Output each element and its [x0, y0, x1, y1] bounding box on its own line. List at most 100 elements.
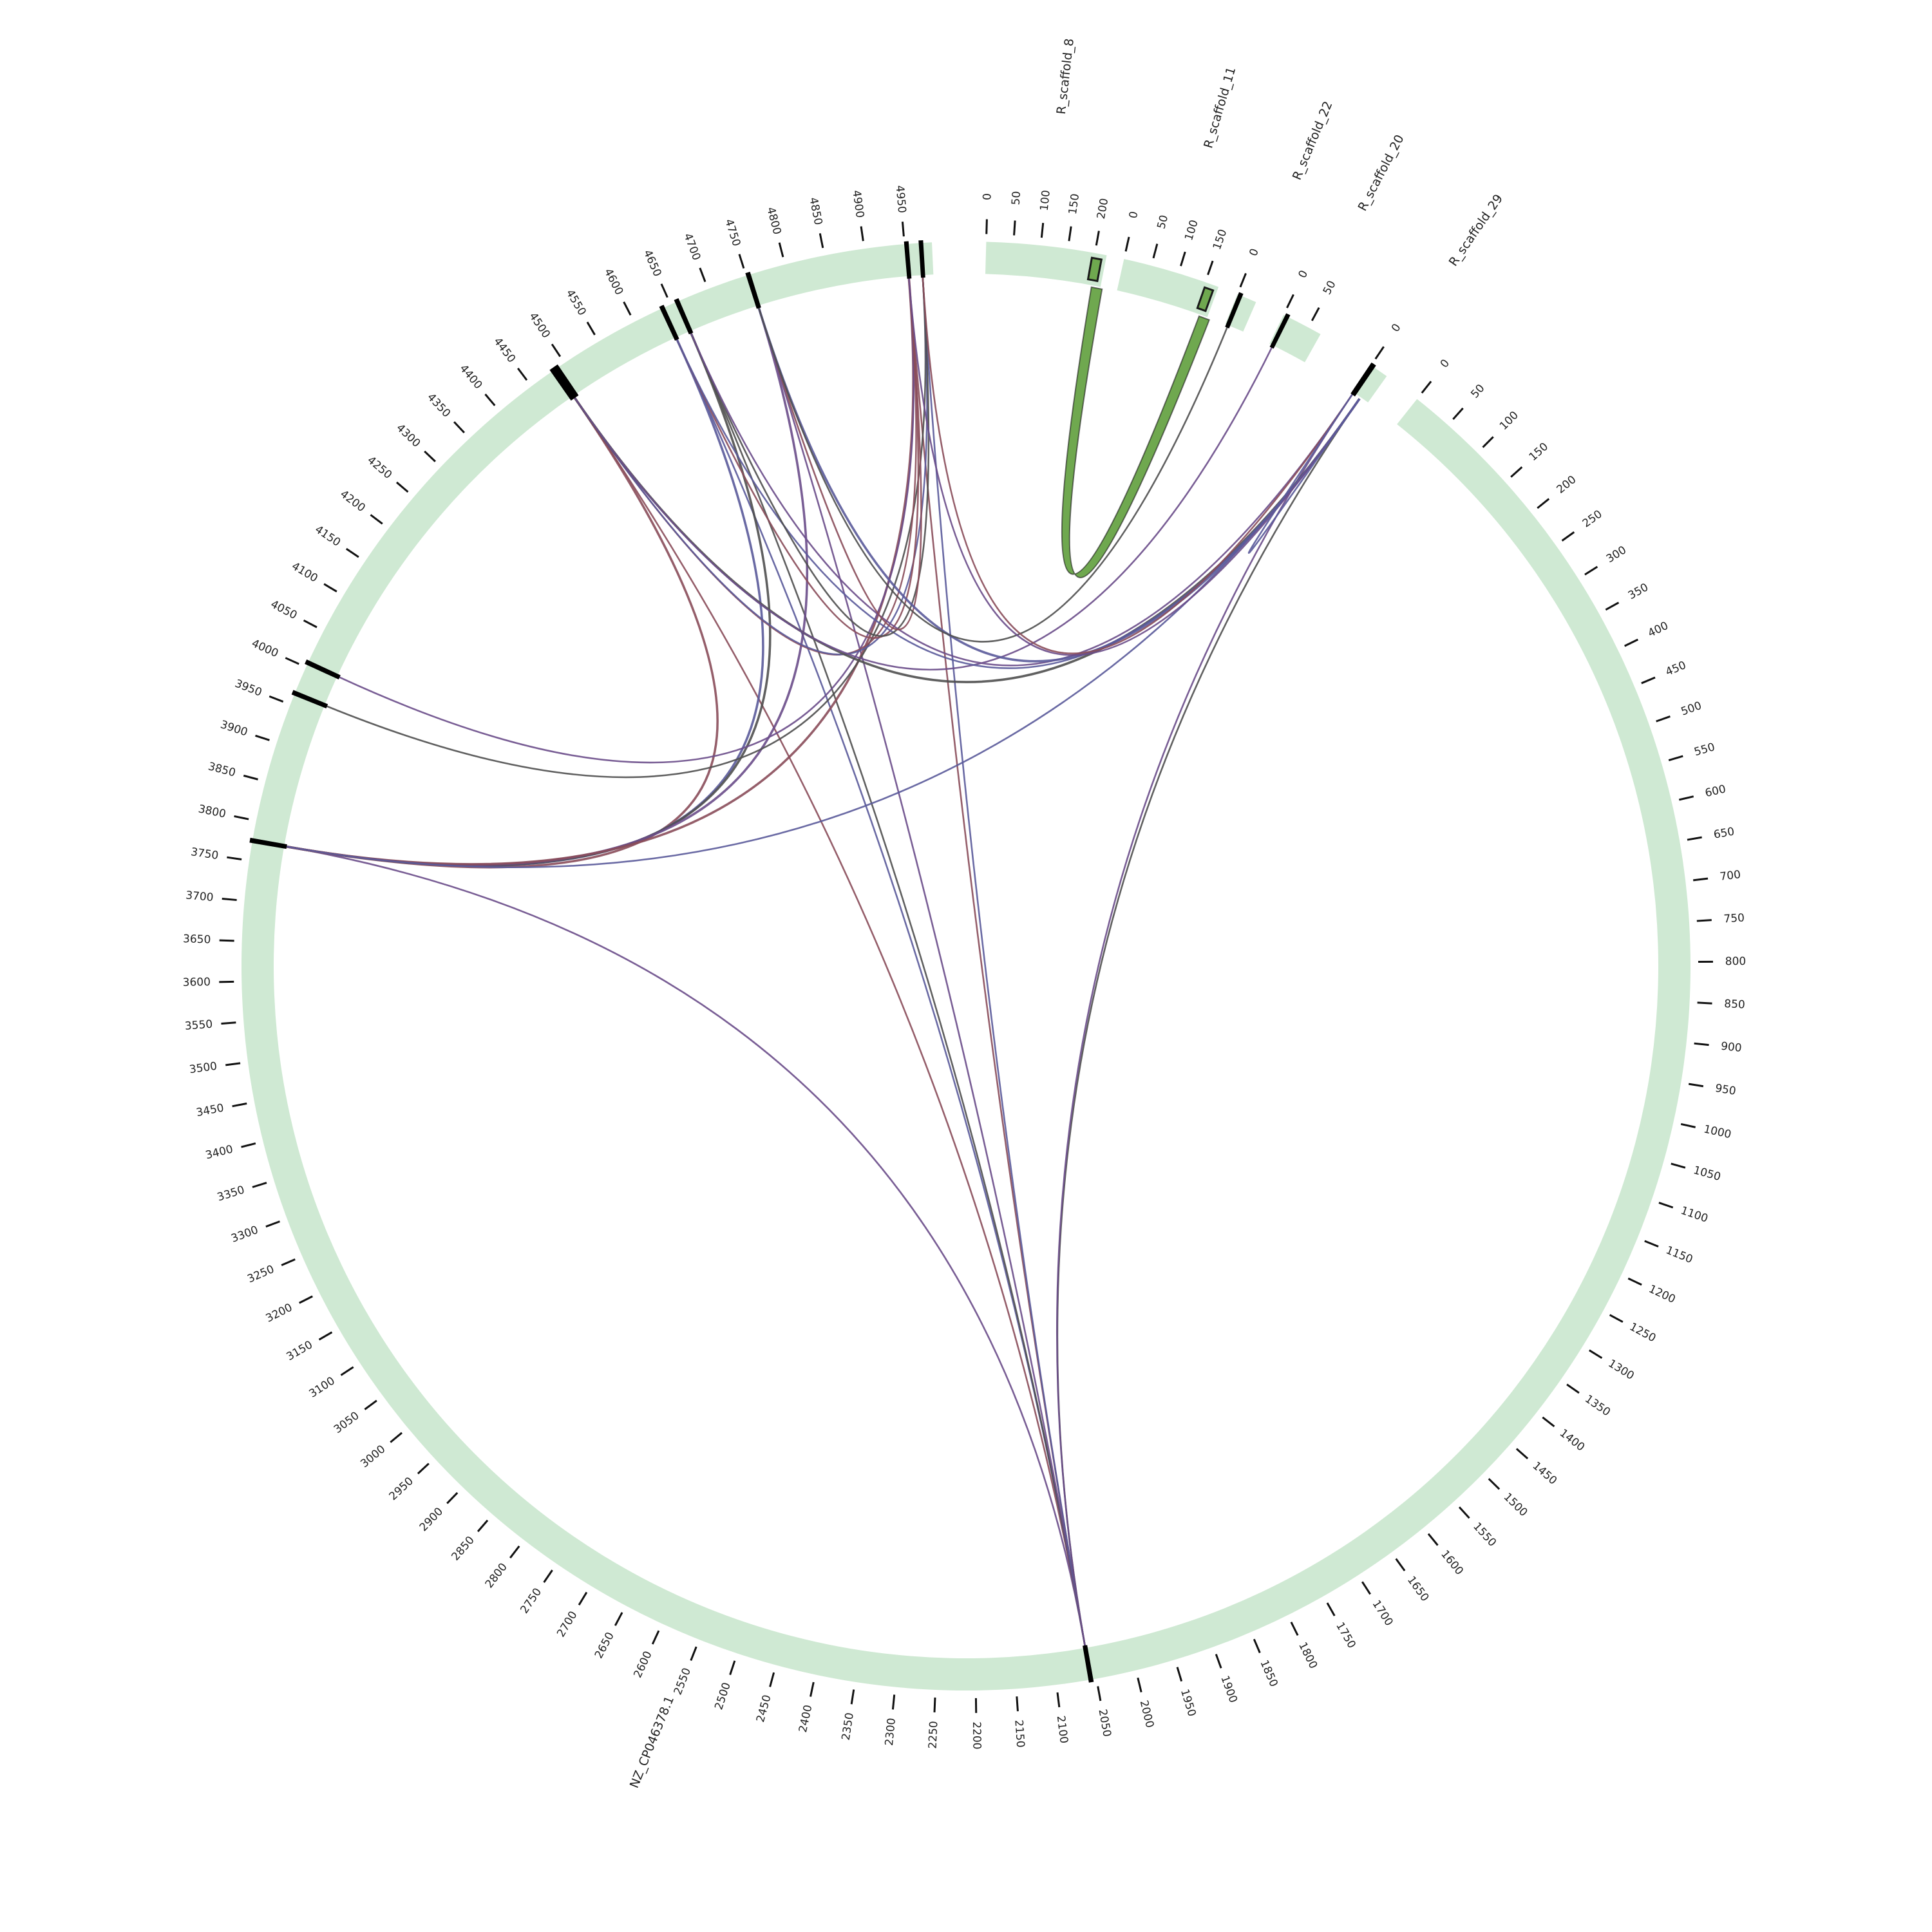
tick-label-NZ_CP046378.1-450: 450: [1663, 659, 1688, 679]
tick-label-NZ_CP046378.1-2050: 2050: [1095, 1708, 1113, 1738]
tick-label-NZ_CP046378.1-1000: 1000: [1703, 1122, 1733, 1141]
tick-label-R_scaffold_8-50: 50: [1010, 191, 1023, 205]
link-17: [338, 278, 914, 764]
tick-NZ_CP046378.1-4050: [303, 620, 317, 629]
tick-NZ_CP046378.1-3700: [222, 897, 237, 902]
tick-label-NZ_CP046378.1-300: 300: [1604, 544, 1629, 565]
tick-label-NZ_CP046378.1-3650: 3650: [183, 933, 211, 946]
tick-NZ_CP046378.1-3250: [281, 1258, 296, 1267]
link-0: [1061, 286, 1211, 578]
tick-label-NZ_CP046378.1-1650: 1650: [1405, 1574, 1432, 1604]
tick-label-NZ_CP046378.1-1900: 1900: [1218, 1674, 1240, 1704]
tick-NZ_CP046378.1-950: [1688, 1083, 1704, 1088]
tick-NZ_CP046378.1-1350: [1566, 1383, 1580, 1394]
highlight-mark-12: [1225, 292, 1244, 328]
tick-NZ_CP046378.1-200: [1537, 498, 1550, 509]
link-23: [676, 339, 1361, 669]
tick-label-NZ_CP046378.1-4950: 4950: [893, 185, 909, 214]
tick-label-NZ_CP046378.1-1300: 1300: [1606, 1357, 1636, 1383]
tick-label-NZ_CP046378.1-4400: 4400: [457, 362, 484, 392]
tick-label-NZ_CP046378.1-150: 150: [1527, 440, 1551, 464]
tick-NZ_CP046378.1-3400: [241, 1142, 256, 1148]
ideogram-R_scaffold_11: [1117, 259, 1219, 317]
tick-NZ_CP046378.1-2250: [933, 1697, 936, 1713]
tick-NZ_CP046378.1-2100: [1056, 1692, 1061, 1708]
tick-NZ_CP046378.1-550: [1668, 755, 1683, 761]
tick-NZ_CP046378.1-4450: [517, 367, 528, 381]
tick-NZ_CP046378.1-2050: [1097, 1686, 1102, 1701]
link-8: [1056, 398, 1361, 1647]
tick-label-NZ_CP046378.1-3750: 3750: [190, 846, 220, 862]
tick-NZ_CP046378.1-1850: [1253, 1638, 1261, 1654]
ideogram-layer: [241, 242, 1690, 1690]
tick-NZ_CP046378.1-4650: [660, 283, 668, 298]
tick-label-NZ_CP046378.1-2100: 2100: [1054, 1715, 1070, 1744]
tick-NZ_CP046378.1-100: [1482, 436, 1494, 448]
tick-R_scaffold_20-50: [1311, 307, 1320, 321]
tick-label-NZ_CP046378.1-4100: 4100: [289, 560, 319, 585]
tick-label-NZ_CP046378.1-3450: 3450: [195, 1101, 225, 1119]
tick-NZ_CP046378.1-2750: [543, 1569, 553, 1583]
tick-NZ_CP046378.1-4150: [345, 547, 359, 558]
tick-NZ_CP046378.1-3950: [269, 695, 284, 703]
tick-NZ_CP046378.1-2800: [509, 1545, 520, 1558]
highlight-mark-7: [659, 305, 679, 341]
tick-label-NZ_CP046378.1-3850: 3850: [207, 760, 237, 779]
tick-NZ_CP046378.1-1150: [1644, 1240, 1659, 1248]
tick-label-NZ_CP046378.1-2450: 2450: [754, 1694, 774, 1724]
tick-label-NZ_CP046378.1-350: 350: [1626, 581, 1651, 602]
tick-NZ_CP046378.1-3200: [299, 1295, 313, 1304]
tick-label-NZ_CP046378.1-3900: 3900: [219, 718, 249, 739]
tick-label-NZ_CP046378.1-4750: 4750: [722, 218, 743, 248]
tick-NZ_CP046378.1-1000: [1680, 1122, 1696, 1128]
tick-NZ_CP046378.1-2950: [417, 1463, 430, 1475]
tick-label-NZ_CP046378.1-200: 200: [1555, 473, 1579, 497]
tick-NZ_CP046378.1-4750: [738, 254, 745, 269]
highlight-block-1: [1196, 286, 1215, 312]
tick-label-R_scaffold_8-100: 100: [1038, 189, 1053, 211]
tick-R_scaffold_22-0: [1239, 272, 1247, 288]
tick-label-NZ_CP046378.1-100: 100: [1497, 409, 1521, 433]
tick-label-NZ_CP046378.1-2900: 2900: [417, 1505, 446, 1534]
tick-label-NZ_CP046378.1-2300: 2300: [883, 1718, 898, 1747]
tick-NZ_CP046378.1-1200: [1627, 1277, 1642, 1286]
tick-label-NZ_CP046378.1-2550: 2550: [672, 1666, 694, 1697]
link-14: [285, 278, 914, 866]
tick-NZ_CP046378.1-4400: [484, 393, 496, 406]
tick-label-NZ_CP046378.1-4650: 4650: [641, 248, 664, 279]
tick-label-NZ_CP046378.1-4550: 4550: [564, 287, 589, 317]
tick-NZ_CP046378.1-2850: [477, 1519, 489, 1533]
tick-NZ_CP046378.1-2600: [651, 1630, 660, 1645]
tick-label-NZ_CP046378.1-850: 850: [1724, 998, 1745, 1012]
tick-NZ_CP046378.1-2900: [446, 1492, 459, 1504]
tick-label-NZ_CP046378.1-50: 50: [1468, 382, 1487, 401]
tick-NZ_CP046378.1-1450: [1515, 1448, 1529, 1459]
tick-NZ_CP046378.1-4200: [370, 514, 383, 525]
tick-label-NZ_CP046378.1-1700: 1700: [1370, 1598, 1396, 1628]
tick-NZ_CP046378.1-3850: [243, 774, 258, 781]
tick-label-NZ_CP046378.1-1100: 1100: [1679, 1204, 1709, 1226]
tick-NZ_CP046378.1-4600: [623, 301, 632, 316]
sequence-name-R_scaffold_8: R_scaffold_8: [1054, 38, 1077, 115]
tick-NZ_CP046378.1-4900: [860, 226, 864, 242]
tick-NZ_CP046378.1-300: [1584, 565, 1598, 576]
tick-NZ_CP046378.1-600: [1678, 795, 1694, 801]
tick-label-NZ_CP046378.1-1850: 1850: [1257, 1658, 1280, 1689]
ideogram-NZ_CP046378.1: [241, 242, 1690, 1690]
tick-NZ_CP046378.1-1550: [1458, 1506, 1470, 1519]
tick-NZ_CP046378.1-4100: [323, 583, 337, 592]
tick-label-NZ_CP046378.1-2400: 2400: [797, 1704, 815, 1734]
tick-label-NZ_CP046378.1-4500: 4500: [526, 310, 553, 341]
highlight-block-0: [1086, 256, 1103, 283]
tick-NZ_CP046378.1-3750: [227, 856, 242, 861]
tick-label-NZ_CP046378.1-4600: 4600: [601, 267, 626, 298]
highlight-mark-3: [249, 837, 287, 849]
tick-label-NZ_CP046378.1-3200: 3200: [264, 1301, 295, 1325]
tick-label-NZ_CP046378.1-3000: 3000: [358, 1443, 388, 1470]
link-4: [690, 332, 1086, 1647]
tick-NZ_CP046378.1-4950: [901, 222, 905, 237]
tick-label-NZ_CP046378.1-600: 600: [1704, 782, 1727, 800]
tick-NZ_CP046378.1-700: [1693, 877, 1709, 882]
tick-label-NZ_CP046378.1-2350: 2350: [840, 1712, 857, 1741]
